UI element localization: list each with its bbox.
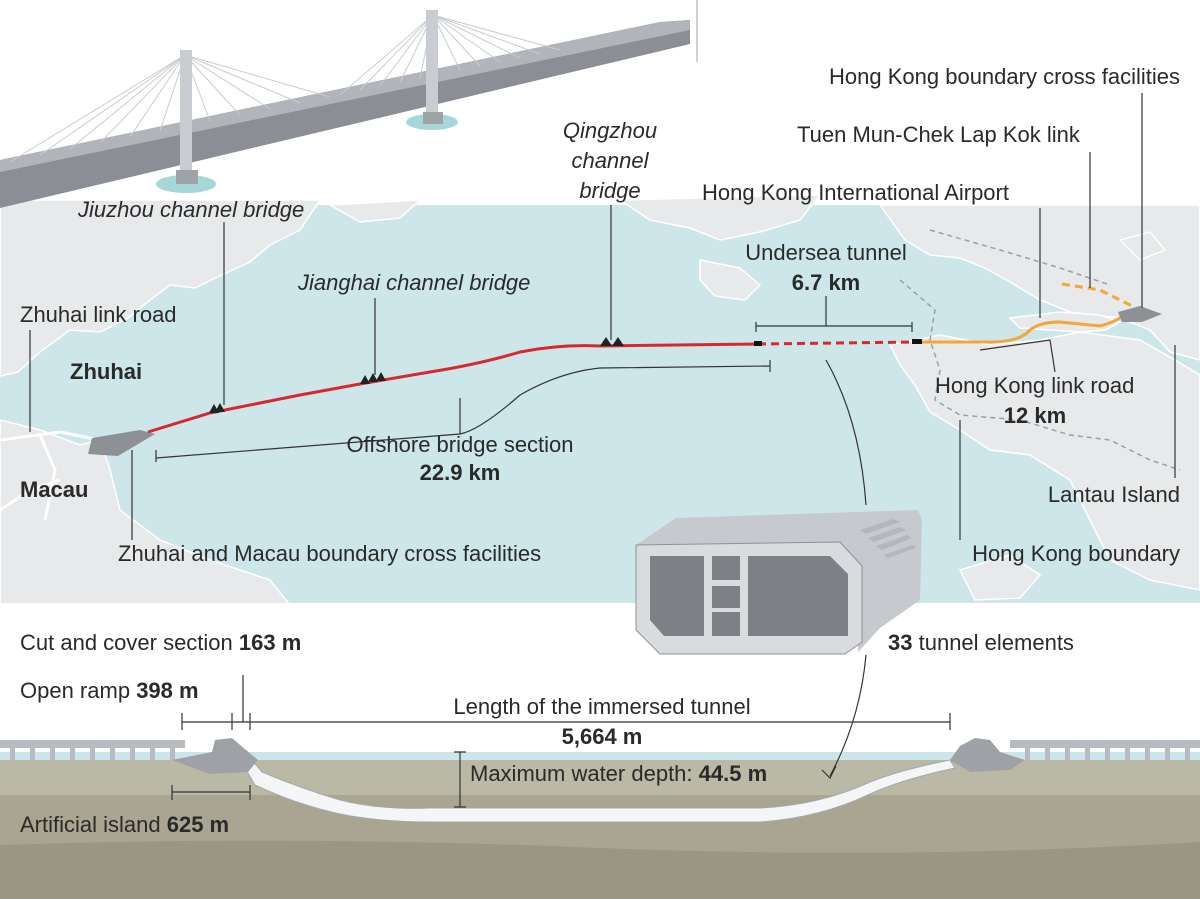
hk-link-road-line: [922, 311, 1127, 344]
zhuhai-link-label: Zhuhai link road: [20, 302, 177, 327]
qingzhou-label-line3: bridge: [579, 178, 641, 203]
tunnel-elements-label: 33 tunnel elements: [888, 630, 1074, 655]
right-bridge: [1010, 740, 1200, 760]
left-artificial-island: [172, 738, 258, 774]
tunnel-elements-text: tunnel elements: [918, 630, 1074, 655]
immersed-length-label: Length of the immersed tunnel: [453, 694, 751, 719]
offshore-section-label: Offshore bridge section: [346, 432, 574, 457]
max-depth-label: Maximum water depth: 44.5 m: [470, 761, 767, 786]
max-depth-value: 44.5 m: [698, 761, 768, 786]
bridge-route: [88, 282, 1162, 456]
immersed-tunnel: [244, 757, 956, 823]
artificial-island-value: 625 m: [166, 812, 230, 837]
tunnel-elements-count: 33: [888, 630, 913, 655]
zhuhai-macau-bcf-label: Zhuhai and Macau boundary cross faciliti…: [118, 541, 542, 566]
tunnel-element-illustration: [635, 510, 922, 655]
cable-stayed-bridge-illustration: [0, 10, 690, 208]
undersea-tunnel-label: Undersea tunnel: [745, 240, 907, 265]
cut-cover-label: Cut and cover section 163 m: [20, 630, 301, 655]
hk-link-road-length: 12 km: [1003, 403, 1067, 428]
artificial-island-text: Artificial island: [20, 812, 161, 837]
leader-lines: [29, 93, 1176, 540]
jiuzhou-label: Jiuzhou channel bridge: [78, 197, 305, 222]
undersea-tunnel-length: 6.7 km: [791, 270, 861, 295]
cut-cover-text: Cut and cover section: [20, 630, 233, 655]
offshore-section-length: 22.9 km: [419, 460, 501, 485]
open-ramp-value: 398 m: [136, 678, 199, 703]
hk-airport-label: Hong Kong International Airport: [702, 180, 1009, 205]
max-depth-text: Maximum water depth:: [470, 761, 693, 786]
cut-cover-value: 163 m: [238, 630, 302, 655]
qingzhou-label-line1: Qingzhou: [562, 118, 658, 143]
land-masses: [0, 194, 1200, 606]
macau-label: Macau: [20, 477, 89, 502]
qingzhou-label-line2: channel: [571, 148, 649, 173]
open-ramp-text: Open ramp: [20, 678, 131, 703]
hk-link-road-label: Hong Kong link road: [935, 373, 1135, 398]
open-ramp-label: Open ramp 398 m: [20, 678, 199, 703]
hk-boundary-label: Hong Kong boundary: [972, 541, 1180, 566]
bridge-towers: [209, 337, 624, 413]
artificial-island-label: Artificial island 625 m: [20, 812, 229, 837]
offshore-bridge-line: [147, 342, 759, 434]
right-artificial-island: [950, 738, 1025, 772]
tuen-mun-link-line: [1061, 282, 1141, 312]
hk-bcf-island: [1118, 306, 1162, 322]
immersed-length-value: 5,664 m: [561, 724, 643, 749]
tuen-mun-link-label: Tuen Mun-Chek Lap Kok link: [797, 122, 1080, 147]
zhuhai-roads: [0, 430, 101, 521]
undersea-tunnel-line: [757, 340, 916, 346]
dimension-lines: [171, 654, 951, 808]
hk-boundary-cross-label: Hong Kong boundary cross facilities: [829, 64, 1180, 89]
zhuhai-label: Zhuhai: [70, 359, 143, 384]
zhuhai-macau-island: [88, 430, 155, 456]
boundary-lines: [899, 229, 1181, 471]
jianghai-label: Jianghai channel bridge: [298, 270, 531, 295]
left-bridge: [0, 740, 185, 760]
lantau-island-label: Lantau Island: [1047, 482, 1180, 507]
